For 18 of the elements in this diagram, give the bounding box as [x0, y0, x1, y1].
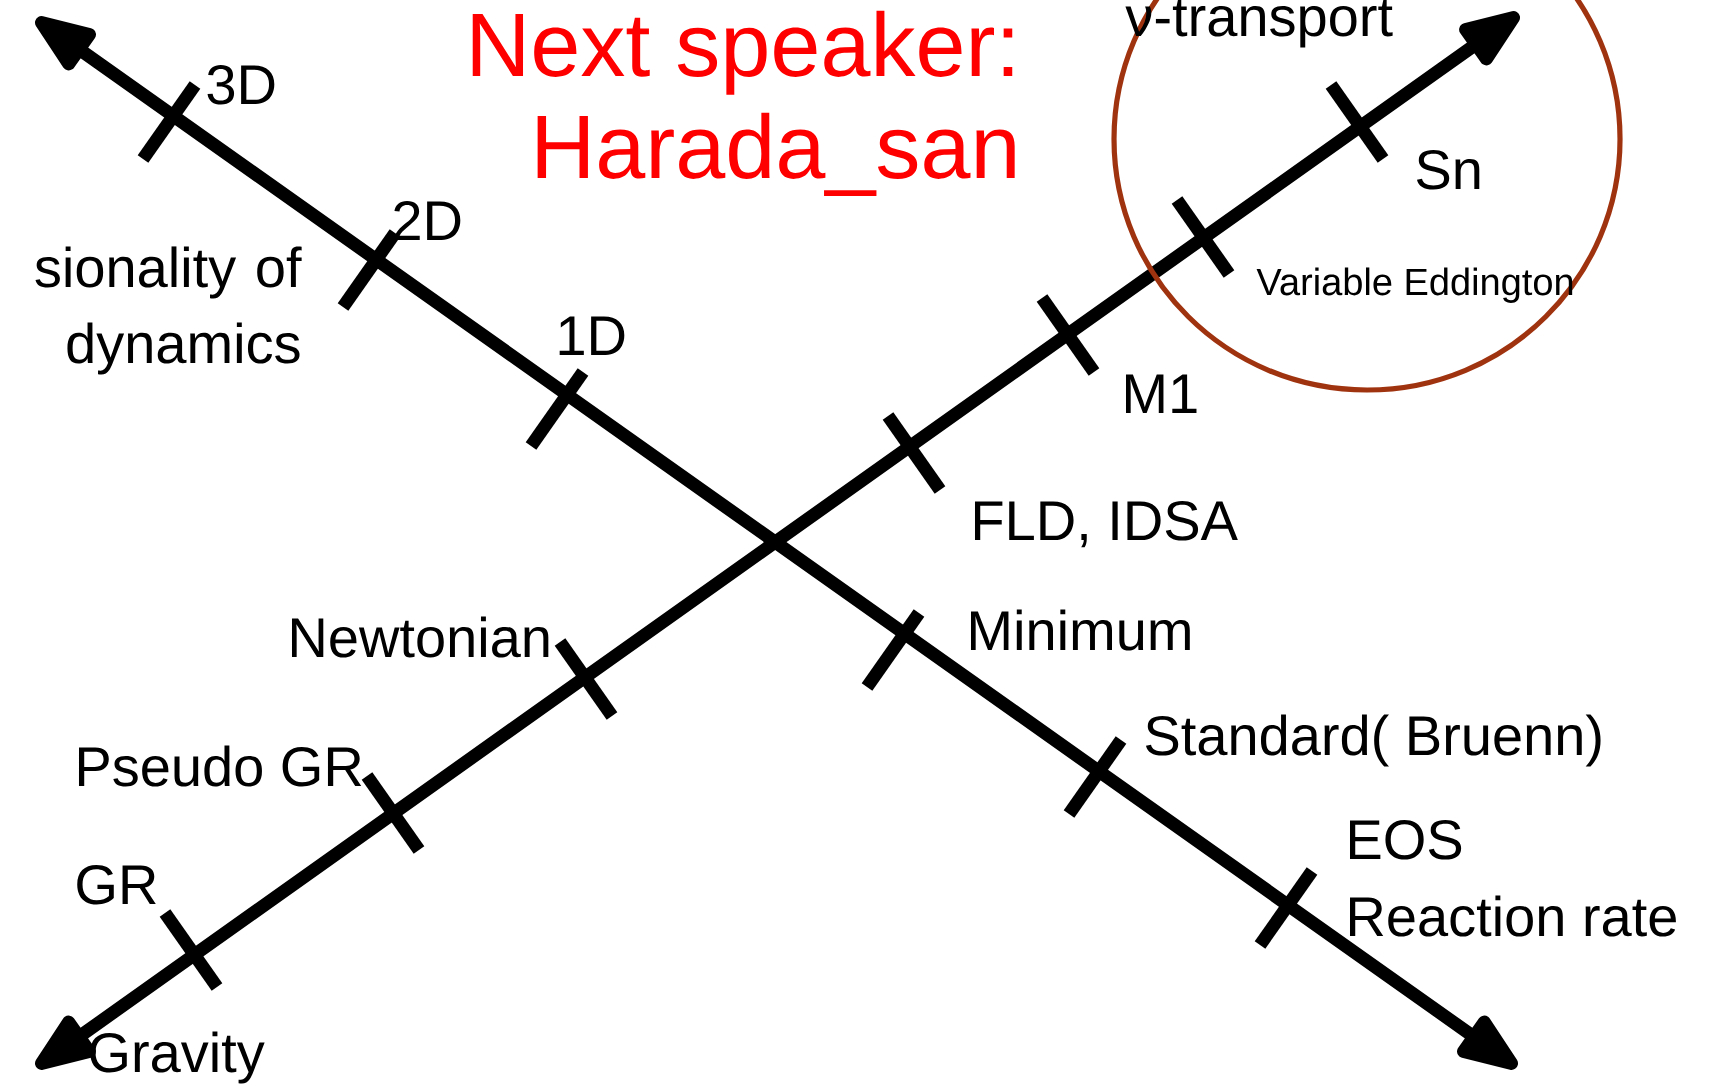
speaker-note: Next speaker:: [472, 10, 1013, 95]
tick-label: Variable Eddington: [1256, 267, 1573, 303]
tick-label: Pseudo GR: [79, 745, 362, 787]
speaker-note: Harada_san: [537, 112, 1015, 196]
tick-label: 3D: [207, 64, 275, 105]
tick-label: M1: [1126, 374, 1197, 413]
tick-label: 1D: [559, 316, 625, 355]
tick-label: GR: [77, 864, 156, 905]
tick-label: Minimum: [971, 609, 1190, 651]
tick-label: Standard( Bruenn): [1145, 714, 1601, 767]
tick-label: EOS: [1350, 819, 1462, 860]
tick-label: FLD, IDSA: [975, 500, 1238, 548]
tick-label: Sn: [1416, 149, 1480, 190]
tick-label: Reaction rate: [1350, 895, 1676, 937]
tick-label: 2D: [394, 200, 461, 240]
axis-label: sionality of dynamics: [35, 246, 302, 375]
tick-label: Newtonian: [292, 616, 549, 658]
axis-label: Gravity: [90, 1031, 265, 1084]
